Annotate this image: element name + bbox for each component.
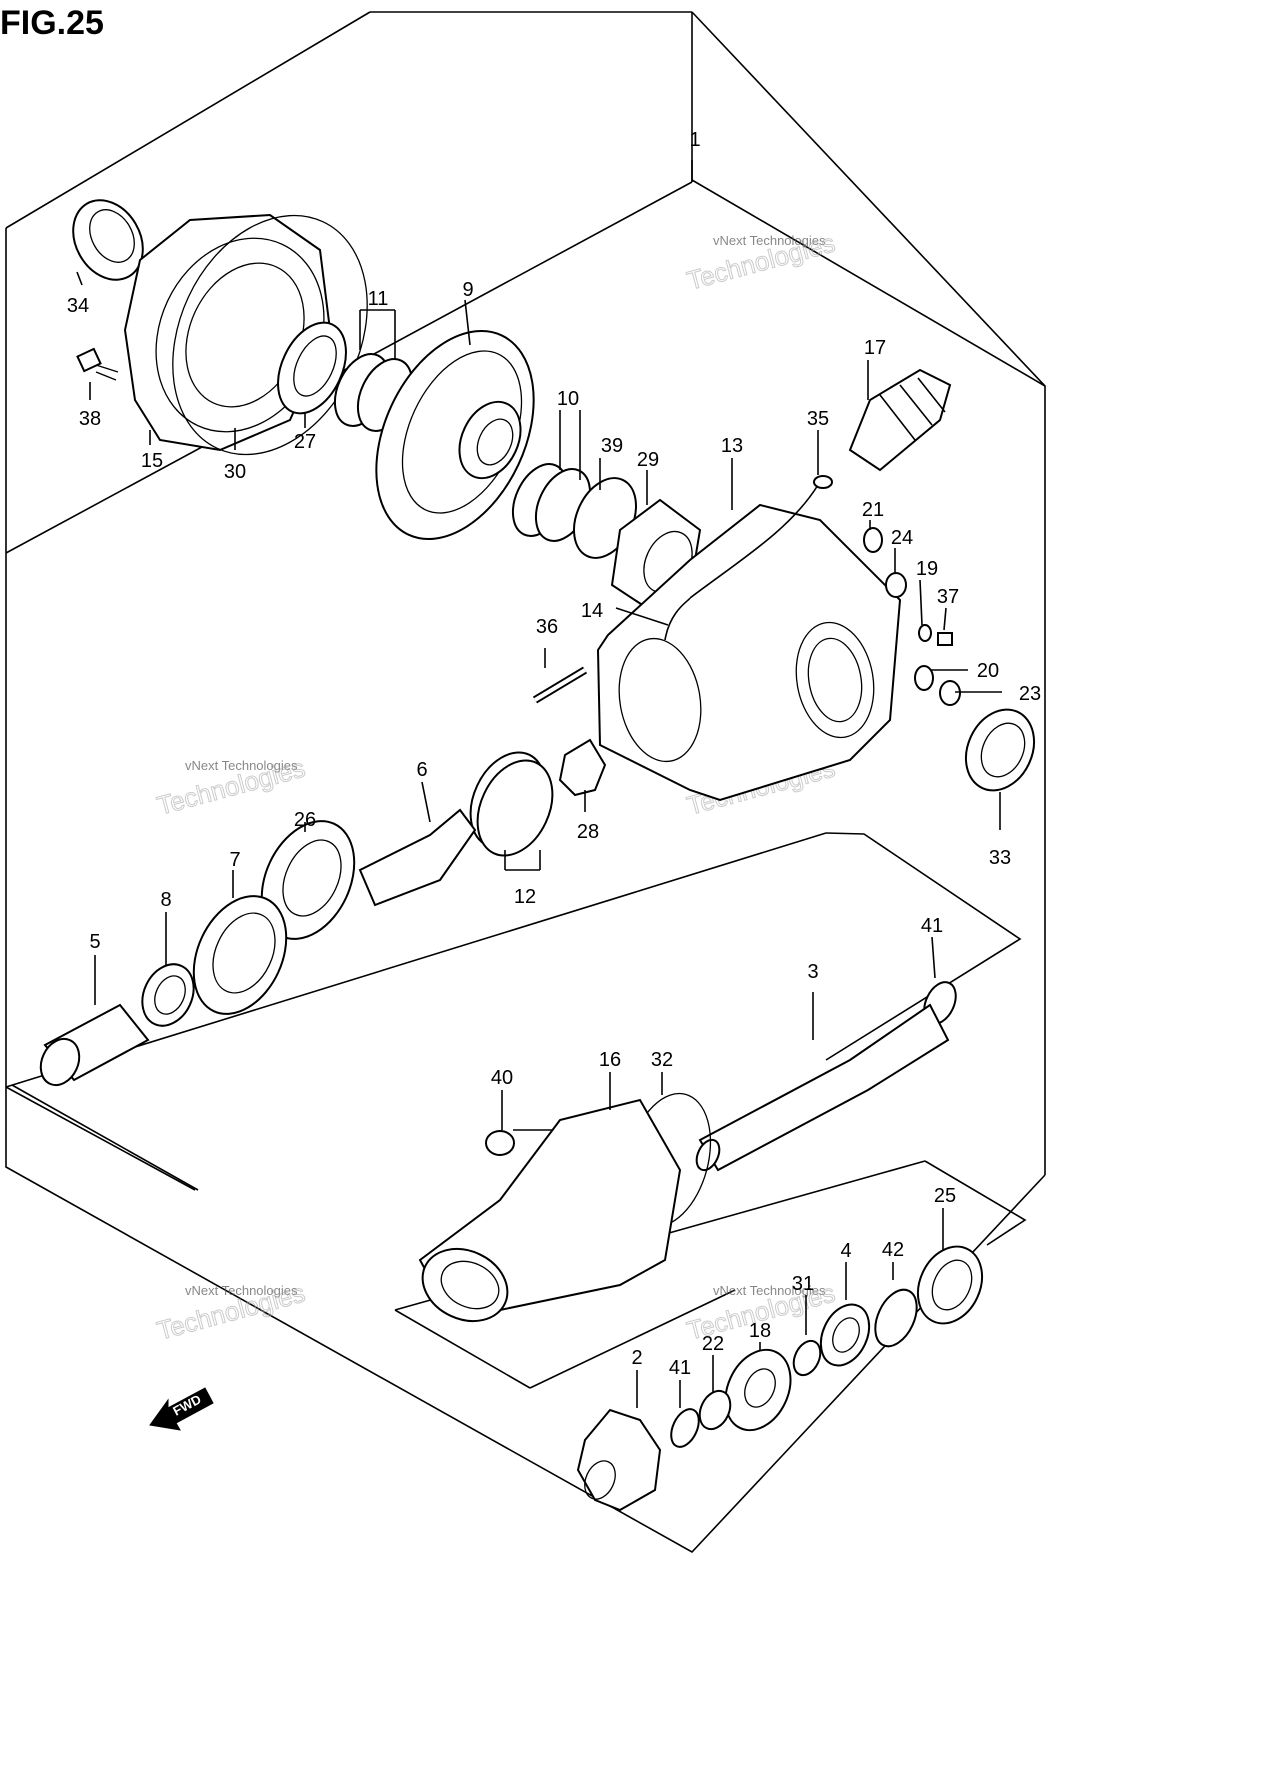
callout-7: 7 bbox=[229, 849, 240, 871]
svg-text:vNext Technologies: vNext Technologies bbox=[713, 1283, 826, 1298]
part-22-spacer bbox=[698, 1389, 732, 1431]
callout-19: 19 bbox=[916, 558, 938, 580]
assembly-outline bbox=[5, 11, 1046, 1554]
figure-title: FIG.25 bbox=[0, 4, 104, 42]
callout-30: 30 bbox=[224, 461, 246, 483]
part-42-circlip bbox=[874, 1288, 918, 1348]
callout-35: 35 bbox=[807, 408, 829, 430]
part-38-bolt bbox=[76, 347, 119, 381]
callout-4: 4 bbox=[840, 1240, 851, 1262]
callout-11: 11 bbox=[368, 288, 389, 310]
callout-41-lower: 41 bbox=[669, 1357, 691, 1379]
callout-18: 18 bbox=[749, 1320, 771, 1342]
callout-36: 36 bbox=[536, 616, 558, 638]
part-21-washer bbox=[863, 527, 883, 553]
callout-31: 31 bbox=[792, 1273, 814, 1295]
part-40-nut bbox=[485, 1130, 515, 1156]
svg-text:vNext Technologies: vNext Technologies bbox=[185, 1283, 298, 1298]
callout-23: 23 bbox=[1019, 683, 1041, 705]
callout-labels: 1 2 3 4 5 6 7 8 9 10 11 12 13 14 15 16 1… bbox=[67, 129, 1041, 1379]
callout-38: 38 bbox=[79, 408, 101, 430]
svg-text:vNext Technologies: vNext Technologies bbox=[713, 233, 826, 248]
callout-28: 28 bbox=[577, 821, 599, 843]
callout-32: 32 bbox=[651, 1049, 673, 1071]
part-25-oil-seal bbox=[916, 1245, 984, 1325]
callout-3: 3 bbox=[807, 961, 818, 983]
part-18-retainer bbox=[724, 1348, 792, 1432]
part-5-sleeve bbox=[39, 1003, 150, 1087]
callout-24: 24 bbox=[891, 527, 913, 549]
part-2-boot bbox=[576, 1408, 662, 1512]
callout-20: 20 bbox=[977, 660, 999, 682]
callout-41-upper: 41 bbox=[921, 915, 943, 937]
part-19-washer bbox=[918, 624, 932, 642]
part-3-propeller-shaft bbox=[695, 1003, 950, 1172]
part-8-collar bbox=[141, 963, 195, 1027]
callout-15: 15 bbox=[141, 450, 163, 472]
part-23-drain-plug bbox=[939, 680, 961, 706]
callout-14: 14 bbox=[581, 600, 603, 622]
leader-lines bbox=[76, 160, 1002, 1408]
callout-2: 2 bbox=[631, 1347, 642, 1369]
part-13-final-gear-case bbox=[596, 503, 902, 802]
callout-13: 13 bbox=[721, 435, 743, 457]
callout-12: 12 bbox=[514, 886, 536, 908]
part-33-oil-seal bbox=[964, 708, 1036, 792]
callout-1: 1 bbox=[689, 129, 700, 151]
part-37-bolt bbox=[937, 632, 953, 646]
part-4-bearing bbox=[819, 1303, 871, 1367]
part-34-oil-seal bbox=[72, 199, 144, 281]
callout-26: 26 bbox=[294, 809, 316, 831]
part-12-shims bbox=[469, 751, 554, 857]
callout-22: 22 bbox=[702, 1333, 724, 1355]
callout-16: 16 bbox=[599, 1049, 621, 1071]
part-36-stud-bolt bbox=[532, 666, 588, 704]
part-6-drive-pinion bbox=[358, 808, 477, 907]
part-16-bearing-housing bbox=[418, 1098, 682, 1322]
callout-5: 5 bbox=[89, 931, 100, 953]
part-9-ring-gear bbox=[375, 330, 535, 540]
part-28-needle-bearing bbox=[558, 738, 607, 797]
part-17-boot bbox=[848, 368, 952, 472]
callout-39: 39 bbox=[601, 435, 623, 457]
part-26-bearing bbox=[260, 820, 356, 940]
part-14-breather-hose bbox=[664, 484, 819, 641]
fwd-arrow-icon: FWD bbox=[149, 1387, 214, 1431]
part-31-o-ring bbox=[792, 1339, 822, 1377]
callout-34: 34 bbox=[67, 295, 89, 317]
callout-9: 9 bbox=[462, 279, 473, 301]
svg-text:vNext Technologies: vNext Technologies bbox=[185, 758, 298, 773]
callout-27: 27 bbox=[294, 431, 316, 453]
part-35-clamp bbox=[813, 475, 833, 489]
part-7-bearing-housing bbox=[192, 895, 288, 1015]
callout-33: 33 bbox=[989, 847, 1011, 869]
callout-37: 37 bbox=[937, 586, 959, 608]
callout-42: 42 bbox=[882, 1239, 904, 1261]
part-20-washer bbox=[914, 665, 934, 691]
callout-8: 8 bbox=[160, 889, 171, 911]
callout-17: 17 bbox=[864, 337, 886, 359]
callout-29: 29 bbox=[637, 449, 659, 471]
callout-25: 25 bbox=[934, 1185, 956, 1207]
part-41-circlip-lower bbox=[670, 1408, 700, 1448]
callout-21: 21 bbox=[862, 499, 884, 521]
callout-40: 40 bbox=[491, 1067, 513, 1089]
part-24-plug bbox=[885, 572, 907, 598]
shaft-subassembly-outline bbox=[5, 832, 1022, 1191]
callout-6: 6 bbox=[416, 759, 427, 781]
callout-10: 10 bbox=[557, 388, 579, 410]
